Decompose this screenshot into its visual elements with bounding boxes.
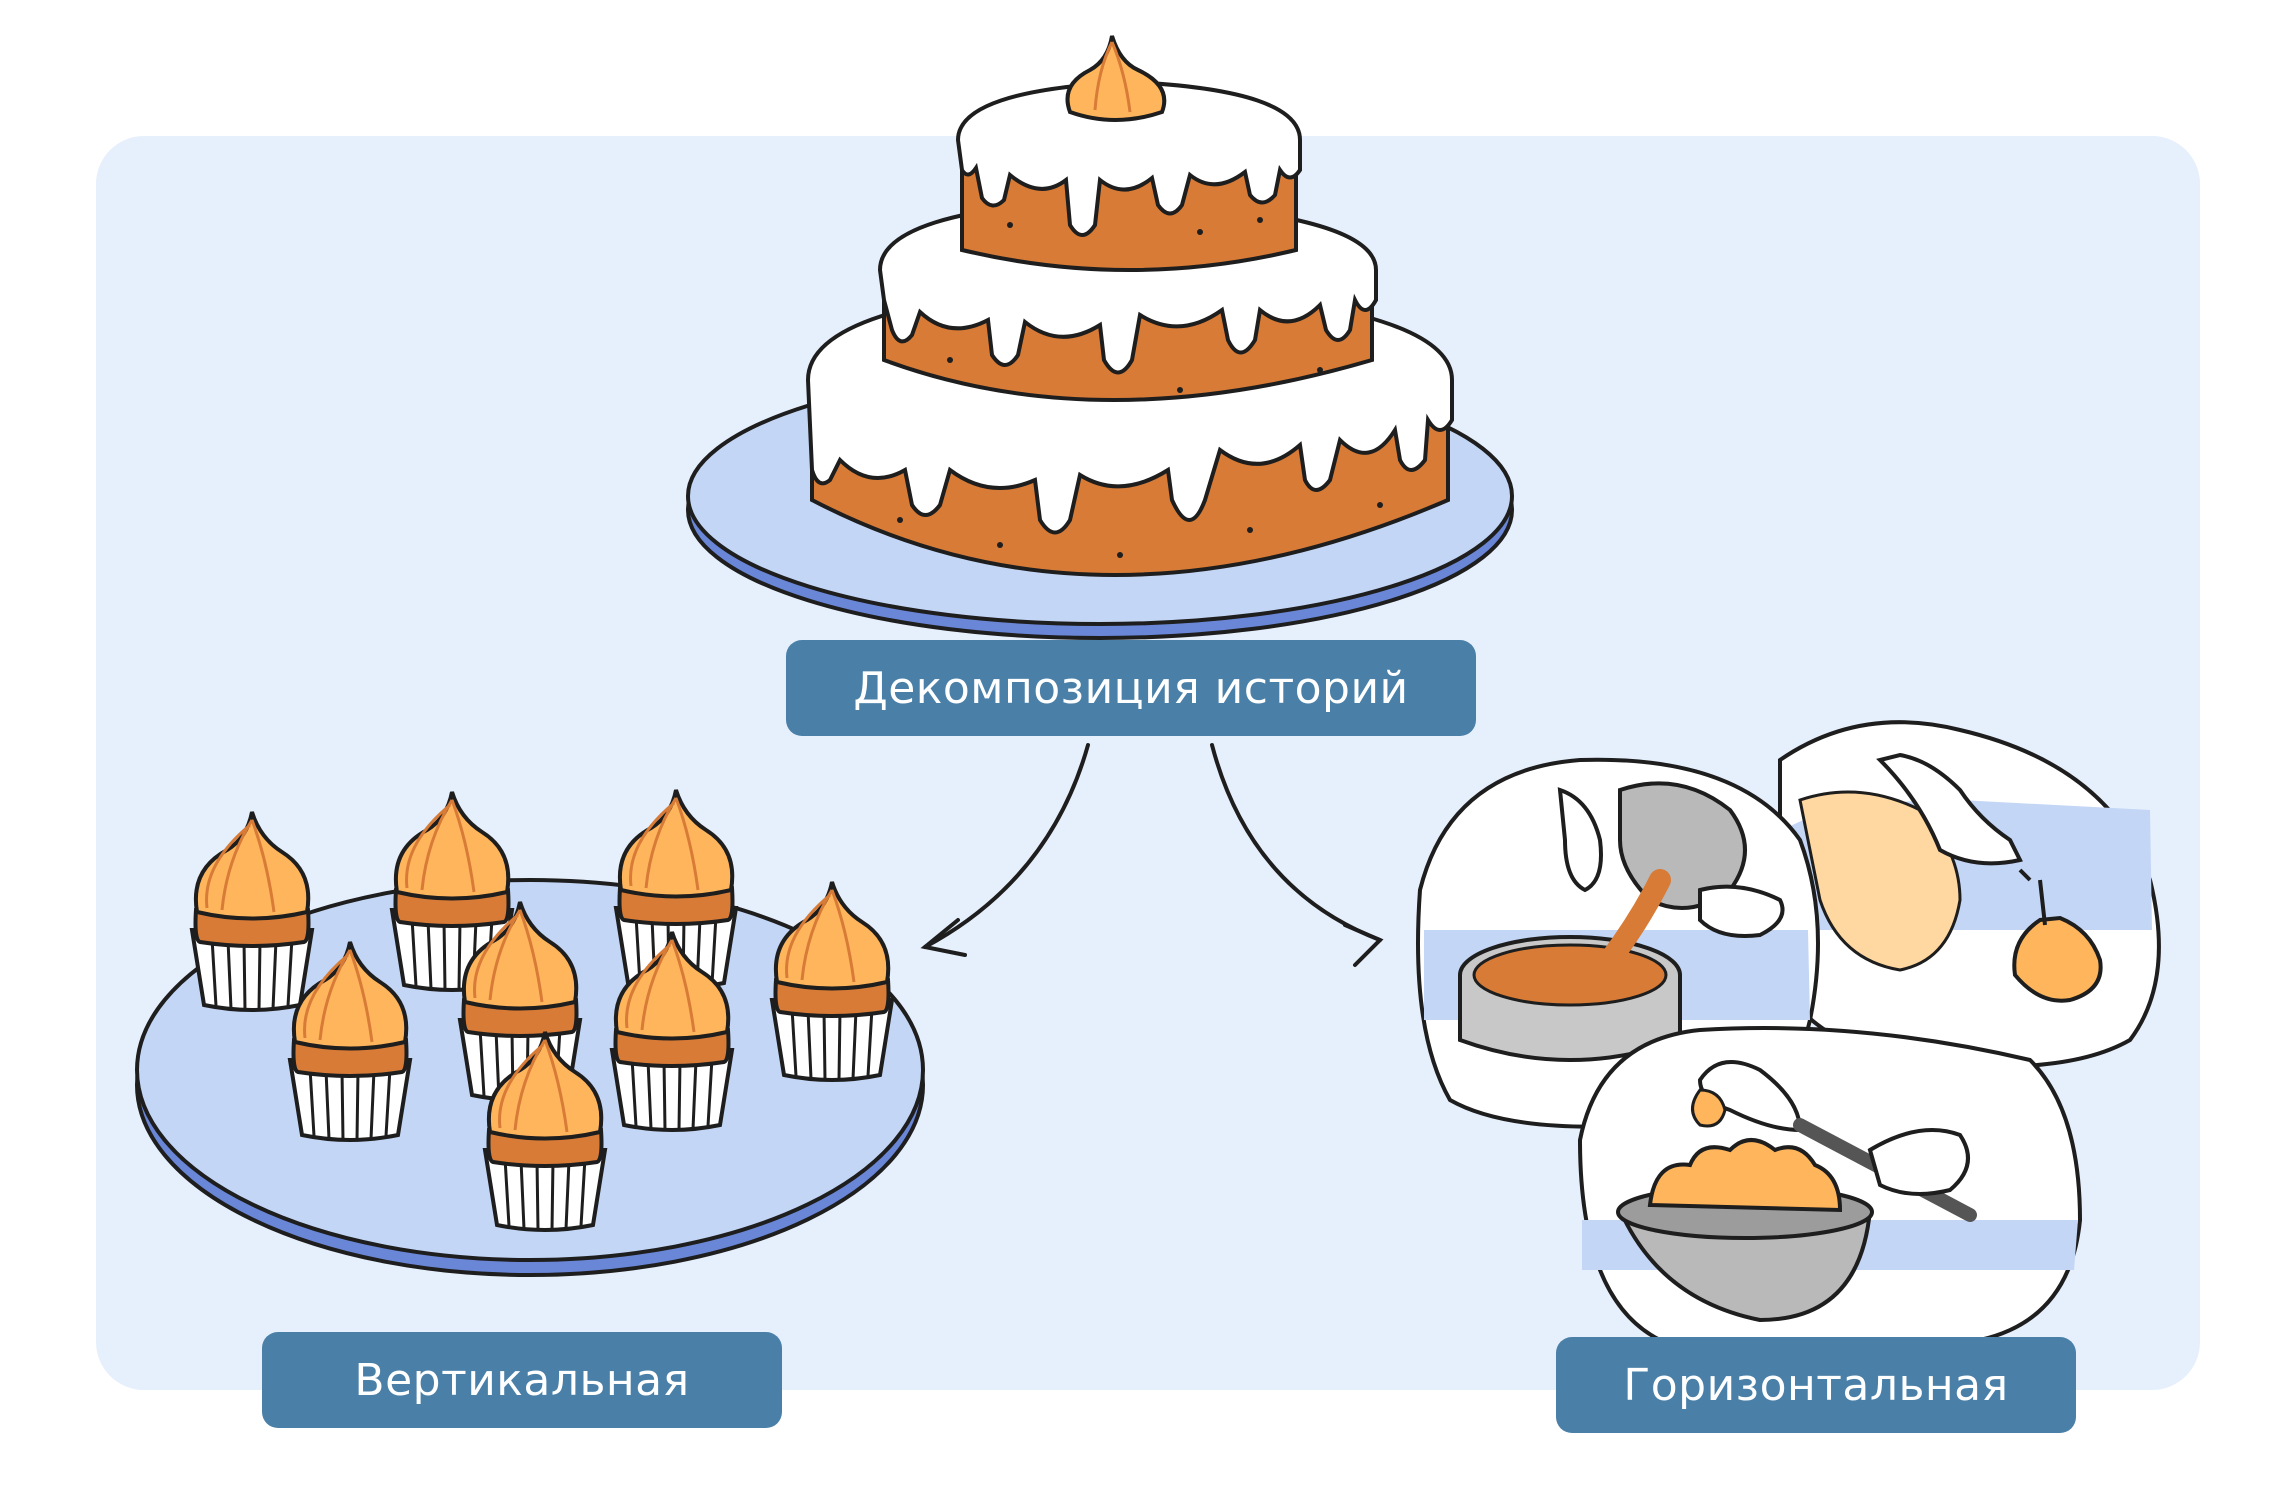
root-label: Декомпозиция историй (786, 640, 1476, 736)
horizontal-label: Горизонтальная (1556, 1337, 2076, 1433)
arrow-to-vertical (920, 743, 1090, 957)
cupcakes-plate-icon (135, 788, 925, 1277)
baking-steps-icon (1416, 720, 2161, 1342)
vertical-label: Вертикальная (262, 1332, 782, 1428)
piping-bubble (1778, 720, 2161, 1069)
three-tier-cake-icon (686, 35, 1514, 640)
arrow-to-horizontal (1210, 743, 1384, 967)
whisking-bubble (1577, 1026, 2083, 1342)
